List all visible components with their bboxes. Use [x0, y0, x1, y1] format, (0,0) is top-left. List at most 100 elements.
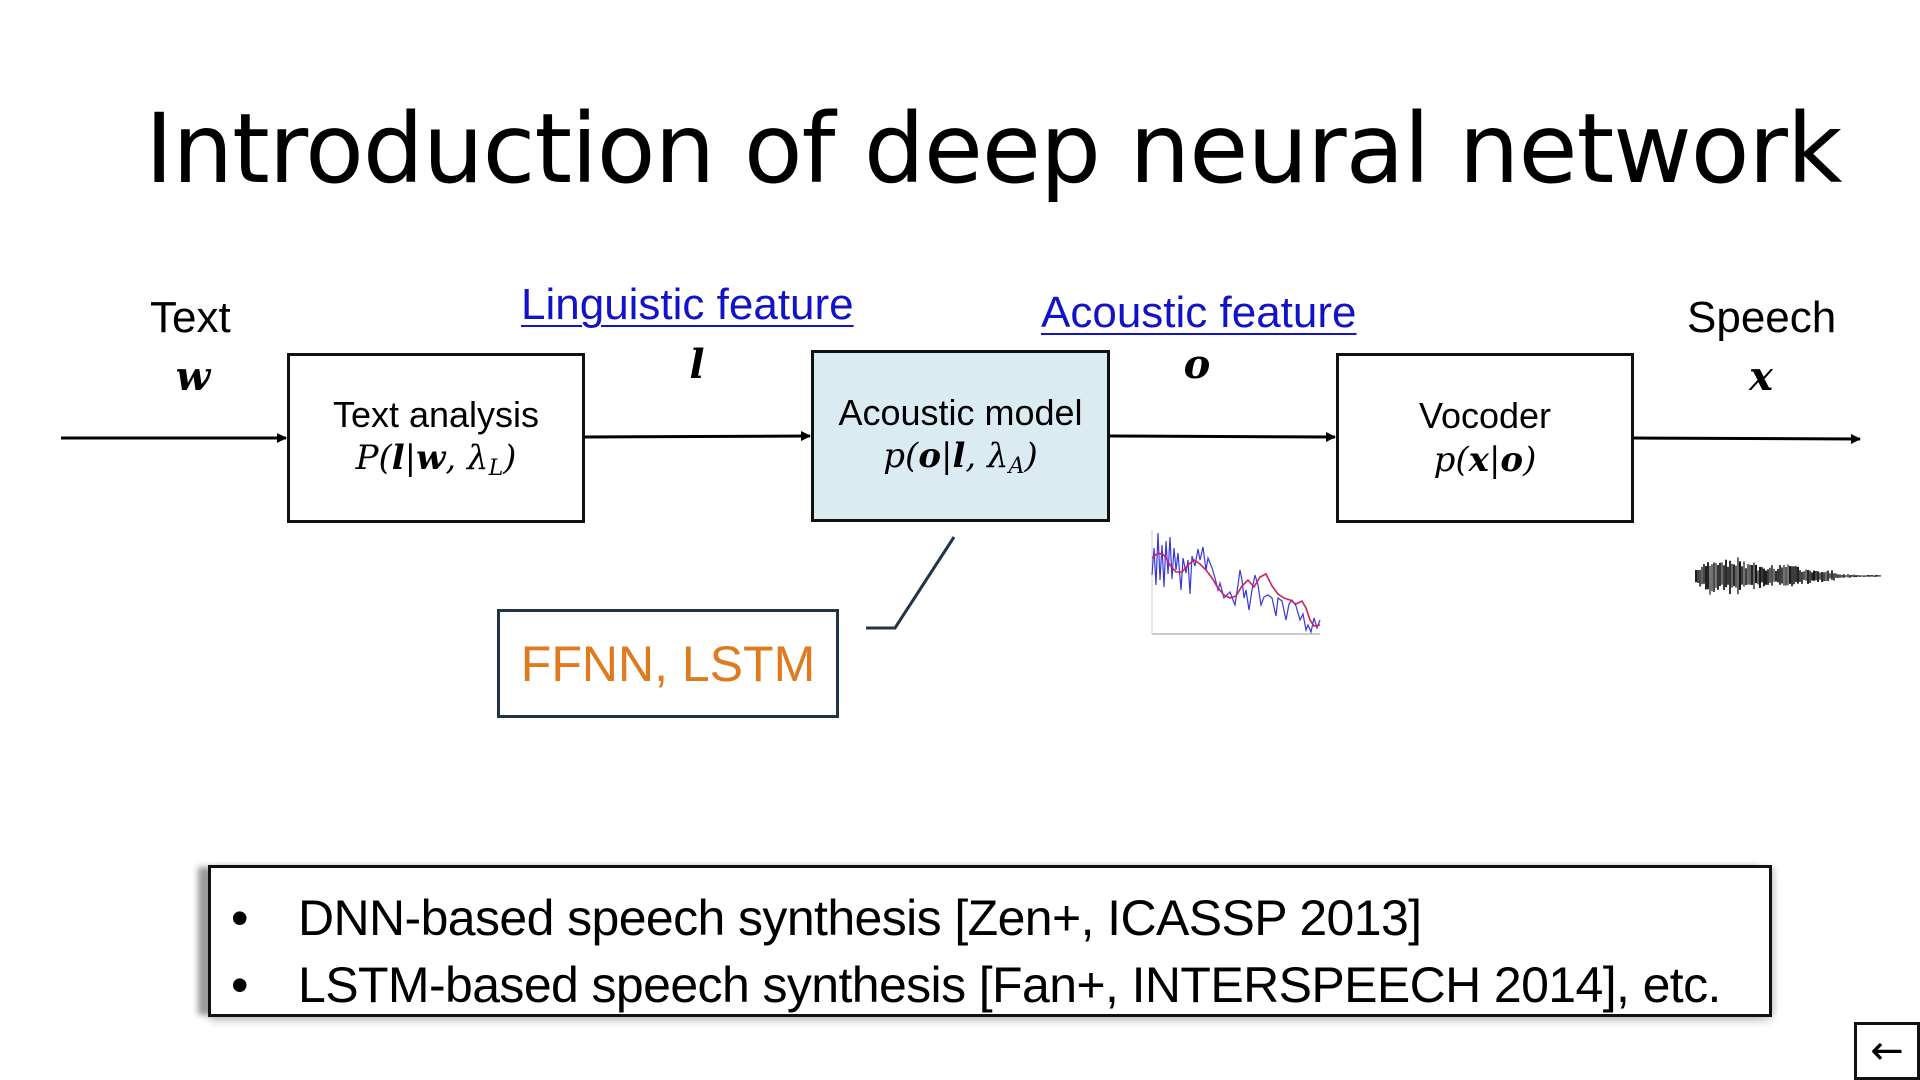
linguistic-feature-link[interactable]: Linguistic feature	[521, 280, 854, 329]
waveform-bar	[1809, 570, 1811, 583]
waveform-bar	[1877, 575, 1879, 577]
waveform-bar	[1713, 562, 1715, 593]
references-box: • DNN-based speech synthesis [Zen+, ICAS…	[208, 865, 1772, 1017]
waveform-bar	[1821, 571, 1823, 582]
waveform-bar	[1757, 570, 1759, 585]
waveform-bar	[1789, 566, 1791, 584]
waveform-bar	[1841, 574, 1843, 578]
input-label: Text	[150, 293, 231, 342]
formula-part: , λ	[965, 435, 1009, 476]
formula-part: p(	[1433, 439, 1469, 480]
waveform-bar	[1711, 564, 1713, 592]
waveform-bar	[1727, 566, 1729, 585]
waveform-bar	[1845, 575, 1847, 578]
waveform-bar	[1799, 570, 1801, 582]
waveform-bar	[1873, 575, 1875, 577]
waveform-bar	[1805, 569, 1807, 581]
waveform-bar	[1779, 564, 1781, 585]
waveform-bar	[1835, 573, 1837, 578]
waveform-bar	[1817, 571, 1819, 582]
waveform-bar	[1855, 575, 1857, 578]
formula-part: |	[1488, 439, 1501, 480]
callout-connector	[866, 536, 956, 630]
block-name: Text analysis	[332, 393, 540, 435]
waveform-bar	[1701, 566, 1703, 585]
waveform-bar	[1709, 565, 1711, 595]
slide-title: Introduction of deep neural network	[145, 93, 1843, 205]
waveform-bar	[1733, 564, 1735, 587]
arrow-acoustic-to-vocoder	[1109, 431, 1336, 442]
spectrum-fine-structure	[1151, 532, 1321, 634]
waveform-bar	[1699, 569, 1701, 587]
waveform-bar	[1875, 575, 1877, 577]
formula-part: l	[391, 437, 405, 478]
waveform-bar	[1703, 563, 1705, 584]
waveform-bar	[1753, 562, 1755, 590]
waveform-bar	[1829, 573, 1831, 579]
formula-part: P(	[355, 437, 392, 478]
formula-part: p(	[883, 435, 919, 476]
formula-part: )	[503, 437, 517, 478]
acoustic-feature-link[interactable]: Acoustic feature	[1041, 288, 1357, 337]
waveform-bar	[1819, 572, 1821, 580]
acoustic-feature-spectrum-thumbnail	[1151, 530, 1321, 635]
formula-part: |	[404, 437, 417, 478]
waveform-bar	[1777, 568, 1779, 583]
waveform-bar	[1823, 572, 1825, 582]
arrow-vocoder-to-speech	[1633, 433, 1861, 444]
waveform-bar	[1769, 567, 1771, 583]
block-name: Vocoder	[1418, 395, 1552, 437]
acoustic-feature-variable: o	[1183, 341, 1211, 388]
waveform-bar	[1783, 564, 1785, 586]
formula-part: |	[941, 435, 953, 476]
back-button[interactable]: ←	[1854, 1022, 1920, 1080]
formula-part: )	[1523, 439, 1537, 480]
waveform-bar	[1839, 574, 1841, 578]
block-name: Acoustic model	[838, 391, 1083, 433]
spectrum-envelope	[1151, 552, 1321, 627]
waveform-bar	[1811, 572, 1813, 581]
waveform-bar	[1813, 570, 1815, 581]
waveform-bar	[1747, 564, 1749, 585]
waveform-bar	[1731, 563, 1733, 588]
waveform-bar	[1739, 561, 1741, 590]
waveform-bar	[1717, 565, 1719, 590]
waveform-bar	[1735, 565, 1737, 588]
waveform-bar	[1831, 570, 1833, 580]
waveform-bar	[1775, 571, 1777, 582]
waveform-bar	[1837, 574, 1839, 578]
output-label: Speech	[1687, 293, 1837, 342]
model-type-callout: FFNN, LSTM	[497, 609, 839, 718]
waveform-bar	[1737, 557, 1739, 595]
waveform-bar	[1729, 560, 1731, 595]
formula-subscript: A	[1008, 453, 1025, 479]
waveform-bar	[1723, 565, 1725, 590]
waveform-bar	[1767, 569, 1769, 585]
waveform-bar	[1761, 567, 1763, 583]
waveform-bar	[1807, 569, 1809, 584]
waveform-bar	[1781, 567, 1783, 584]
waveform-bar	[1827, 570, 1829, 582]
formula-part: x	[1468, 439, 1489, 480]
callout-text: FFNN, LSTM	[520, 635, 816, 692]
waveform-bar	[1867, 575, 1869, 577]
waveform-bar	[1815, 571, 1817, 581]
waveform-bar	[1763, 568, 1765, 587]
text-analysis-block: Text analysis P(l|w, λL)	[287, 353, 585, 523]
speech-waveform-thumbnail	[1695, 557, 1881, 595]
waveform-bar	[1797, 566, 1799, 584]
waveform-bar	[1759, 566, 1761, 588]
waveform-bar	[1741, 566, 1743, 585]
waveform-bar	[1853, 574, 1855, 578]
block-formula: p(x|o)	[1434, 438, 1537, 482]
bullet-icon: •	[231, 957, 249, 1013]
waveform-bar	[1859, 575, 1861, 577]
waveform-bar	[1833, 573, 1835, 581]
waveform-bar	[1771, 565, 1773, 586]
waveform-bar	[1707, 562, 1709, 590]
waveform-bar	[1879, 575, 1881, 577]
left-arrow-icon: ←	[1870, 1028, 1904, 1074]
reference-text: LSTM-based speech synthesis [Fan+, INTER…	[298, 957, 1721, 1013]
block-formula: p(o|l, λA)	[883, 434, 1037, 482]
